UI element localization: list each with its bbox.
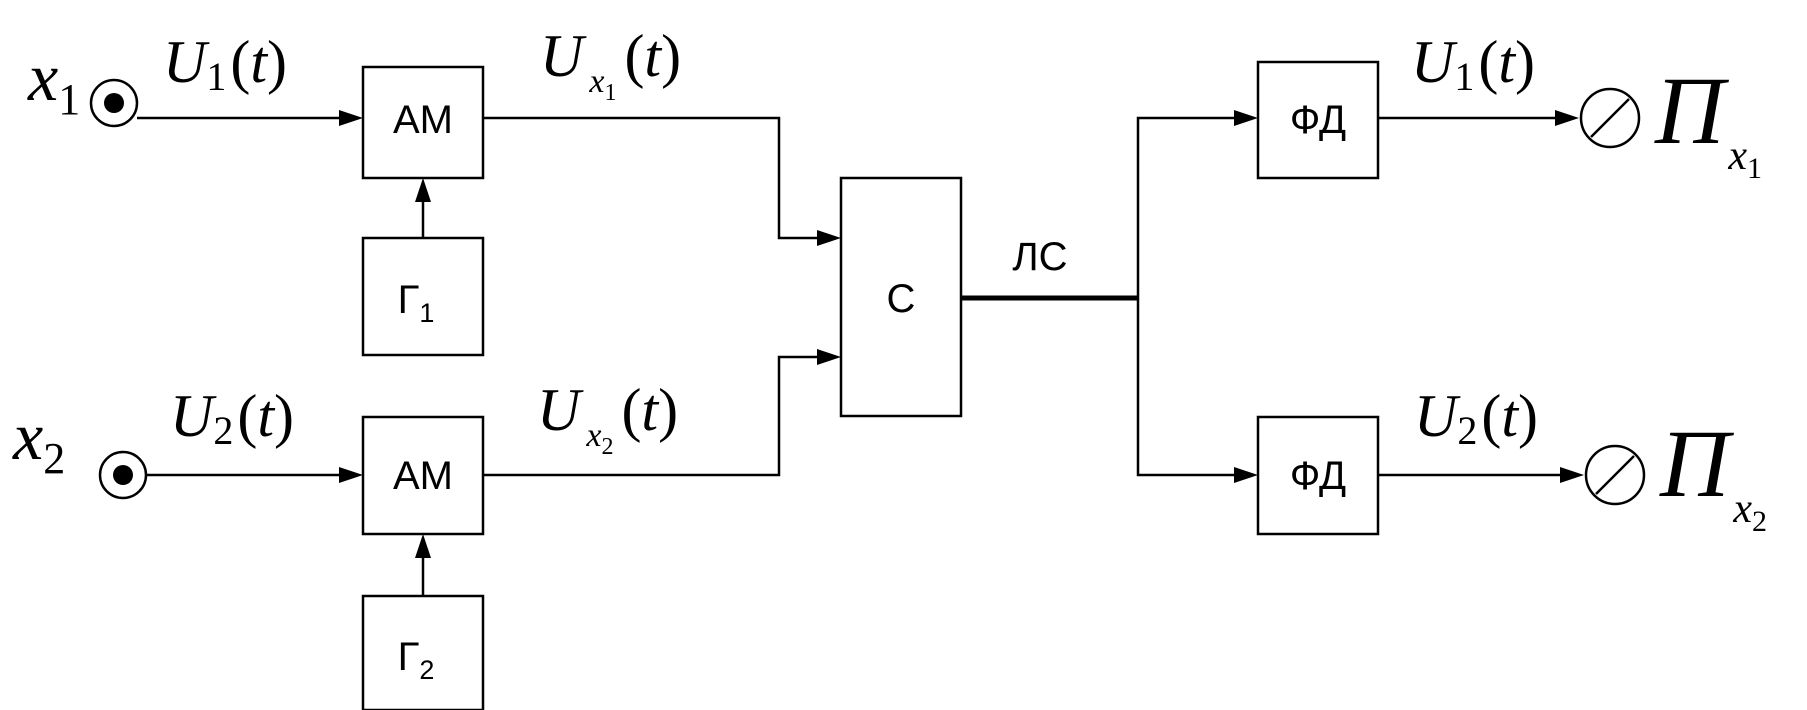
arrow-am1-input [339, 110, 363, 126]
input-x2-label: x2 [12, 398, 65, 483]
arrow-fd1-input [1234, 110, 1258, 126]
arrow-indicator-2 [1560, 467, 1584, 483]
combiner-block [839, 176, 963, 418]
fd-block-1 [1256, 60, 1380, 180]
am-block-2-label: АМ [393, 454, 453, 498]
indicator-2 [1584, 444, 1646, 506]
am-block-1-label: АМ [393, 98, 453, 142]
signal-u2-in-label: U2(t) [170, 383, 294, 453]
am-block-1 [361, 65, 485, 180]
fd-block-2 [1256, 415, 1380, 536]
fd-block-2-label: ФД [1290, 454, 1346, 498]
generator-block-1-label: Г1 [398, 278, 435, 328]
arrow-indicator-1 [1555, 110, 1579, 126]
generator-block-2 [361, 594, 485, 710]
wire-line-to-fd1 [1136, 116, 1235, 298]
wire-line-to-fd2 [1136, 298, 1235, 477]
communication-line-label: ЛС [1012, 235, 1067, 279]
indicator-1 [1579, 87, 1641, 149]
wire-am1-to-combiner [483, 116, 818, 240]
signal-u2-out-label: U2(t) [1414, 383, 1538, 453]
indicator-2-label: Пx2 [1659, 410, 1767, 538]
arrow-am2-input [339, 467, 363, 483]
arrow-combiner-input-1 [817, 230, 841, 246]
signal-u1-in-label: U1(t) [163, 29, 287, 99]
indicator-1-label: Пx1 [1654, 57, 1762, 185]
input-terminal-2 [98, 450, 148, 500]
arrow-g1-to-am1 [415, 178, 431, 202]
arrow-combiner-input-2 [817, 349, 841, 365]
generator-block-1 [361, 236, 485, 357]
fd-block-1-label: ФД [1290, 98, 1346, 142]
arrow-fd2-input [1234, 467, 1258, 483]
input-x1-label: x1 [27, 39, 80, 124]
wire-am2-to-combiner [483, 355, 818, 477]
arrow-g2-to-am2 [415, 534, 431, 558]
input-terminal-1 [89, 78, 139, 128]
generator-block-2-label: Г2 [398, 635, 435, 685]
signal-u1-out-label: U1(t) [1411, 29, 1535, 99]
combiner-label: С [887, 277, 916, 321]
